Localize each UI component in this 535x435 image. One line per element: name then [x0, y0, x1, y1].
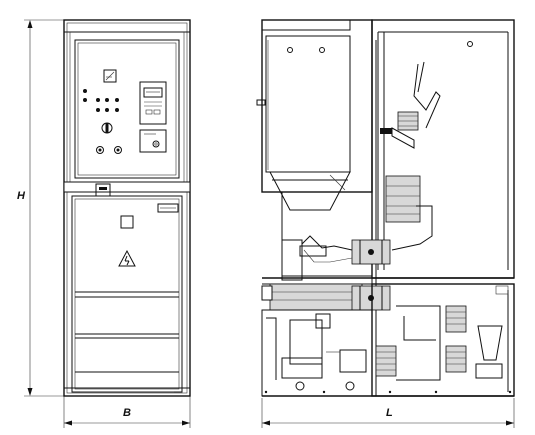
push-buttons[interactable] — [96, 146, 122, 154]
dimension-b: B — [63, 393, 191, 428]
breaker-chamber — [281, 191, 373, 277]
bushing-upper — [351, 239, 391, 265]
width-label: B — [123, 407, 131, 419]
high-voltage-warning-icon — [118, 249, 136, 267]
side-hinge — [256, 99, 266, 106]
control-module — [139, 129, 167, 153]
dimension-h: H — [17, 19, 70, 397]
front-view — [63, 19, 191, 397]
protection-relay — [139, 81, 167, 125]
meter-small — [103, 69, 117, 83]
side-view — [256, 19, 515, 397]
breaker-truck — [261, 283, 363, 311]
lower-mechanism — [261, 309, 373, 397]
cable-funnel — [477, 325, 503, 361]
indicator-lamps — [83, 89, 119, 112]
bushing-lower — [351, 285, 391, 311]
length-label: L — [386, 407, 393, 419]
inspection-window — [120, 215, 134, 229]
current-transformer — [385, 175, 421, 223]
relay-display — [143, 87, 163, 98]
nameplate — [157, 203, 179, 213]
lv-compartment — [261, 19, 373, 193]
height-label: H — [17, 190, 26, 202]
lv-compartment-door — [74, 39, 180, 179]
insulator-upper — [380, 111, 419, 149]
cable-compartment — [371, 19, 515, 279]
dimension-l: L — [261, 398, 515, 428]
selector-switch-icon[interactable] — [101, 122, 113, 134]
hv-compartment — [71, 195, 183, 393]
lower-insulators — [375, 305, 467, 377]
